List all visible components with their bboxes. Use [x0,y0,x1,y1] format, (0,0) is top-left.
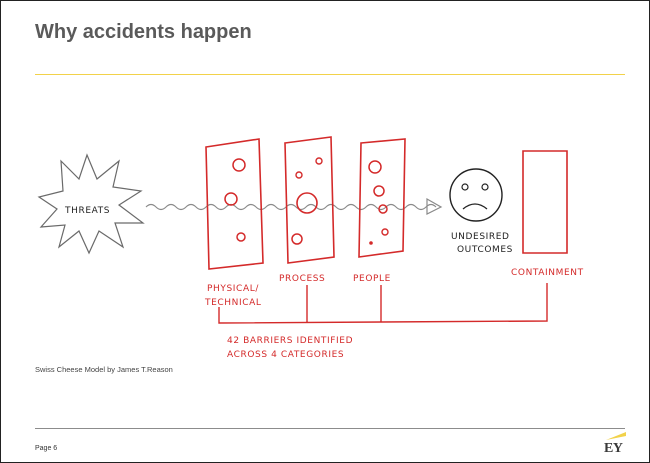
label-technical: TECHNICAL [204,298,261,308]
barrier-hole [297,193,317,213]
label-people: PEOPLE [353,274,391,284]
source-caption: Swiss Cheese Model by James T.Reason [35,365,173,374]
barrier-hole [225,193,237,205]
footer-divider [35,428,625,429]
accident-trajectory-line [146,205,436,210]
trajectory-arrowhead [427,199,441,214]
barrier-hole [369,161,381,173]
barrier-hole [382,229,388,235]
threats-starburst [39,155,143,253]
sad-face-icon [450,169,502,221]
outcome-label-line2: OUTCOMES [457,245,513,255]
threats-label: THREATS [64,206,110,216]
barrier-hole [237,233,245,241]
ey-logo-bar [604,431,628,441]
barrier-containment [523,151,567,253]
page-number: Page 6 [35,445,57,452]
barrier-hole [374,186,384,196]
barrier-process [285,137,334,263]
barrier-hole [369,241,373,245]
barriers-bracket [219,283,547,323]
label-process: PROCESS [279,274,325,284]
label-containment: CONTAINMENT [511,268,584,278]
barrier-hole [316,158,322,164]
label-physical: PHYSICAL/ [207,284,259,294]
sad-face-eye [462,184,468,190]
barrier-people [359,139,405,257]
sad-face-mouth [463,204,487,209]
ey-logo-text: EY [604,441,622,457]
ey-logo: EY [604,431,628,457]
summary-line2: ACROSS 4 CATEGORIES [227,350,344,360]
barrier-hole [292,234,302,244]
summary-line1: 42 BARRIERS IDENTIFIED [227,336,353,346]
barrier-hole [296,172,302,178]
barrier-hole [233,159,245,171]
sad-face-eye [482,184,488,190]
outcome-label-line1: UNDESIRED [451,232,510,242]
